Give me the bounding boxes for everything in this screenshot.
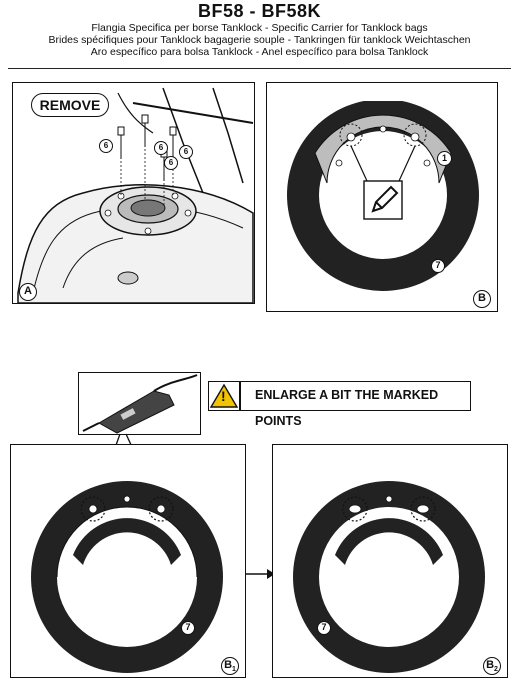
subtitle-line-2: Brides spécifiques pour Tanklock bagager…: [48, 34, 471, 46]
part-number-badge: 6: [99, 139, 113, 153]
carrier-ring-illustration: [287, 83, 479, 291]
panel-b: 1 7 B: [266, 82, 498, 312]
part-number-badge-7: 7: [431, 259, 445, 273]
subtitle-line-1: Flangia Specifica per borse Tanklock - S…: [91, 22, 428, 34]
pencil-icon: [371, 185, 399, 213]
instruction-text: ENLARGE A BIT THE MARKED POINTS: [240, 381, 471, 428]
part-number-badge-7: 7: [317, 621, 331, 635]
subtitle-line-3: Aro específico para bolsa Tanklock - Ane…: [90, 46, 429, 58]
panel-label-b2: B2: [483, 657, 501, 675]
remove-label: REMOVE: [31, 93, 109, 117]
part-number-badge: 6: [179, 145, 193, 159]
panel-label-b1: B1: [221, 657, 239, 675]
motorcycle-tank-illustration: [17, 87, 254, 303]
carrier-ring-b2-illustration: [293, 481, 485, 673]
part-number-badge-7: 7: [181, 621, 195, 635]
part-number-badge: 6: [164, 156, 178, 170]
document-title: BF58 - BF58K: [197, 1, 322, 21]
part-number-badge-1: 1: [437, 151, 452, 166]
header-divider: [8, 68, 511, 69]
panel-b2: 7 B2: [272, 444, 508, 678]
warning-symbol: !: [221, 388, 226, 404]
warning-box: !: [208, 381, 240, 411]
carrier-ring-b1-illustration: [31, 481, 223, 673]
warning-icon: [209, 383, 239, 408]
arrow-icon: [245, 569, 275, 579]
panel-b1: 7 B1: [10, 444, 246, 678]
part-number-badge: 6: [154, 141, 168, 155]
panel-a: REMOVE 6 6 6 6 A: [12, 82, 255, 304]
rotary-tool-icon: [82, 374, 198, 434]
panel-label-a: A: [19, 283, 37, 301]
rotary-tool-box: [78, 372, 201, 435]
panel-label-b: B: [473, 290, 491, 308]
